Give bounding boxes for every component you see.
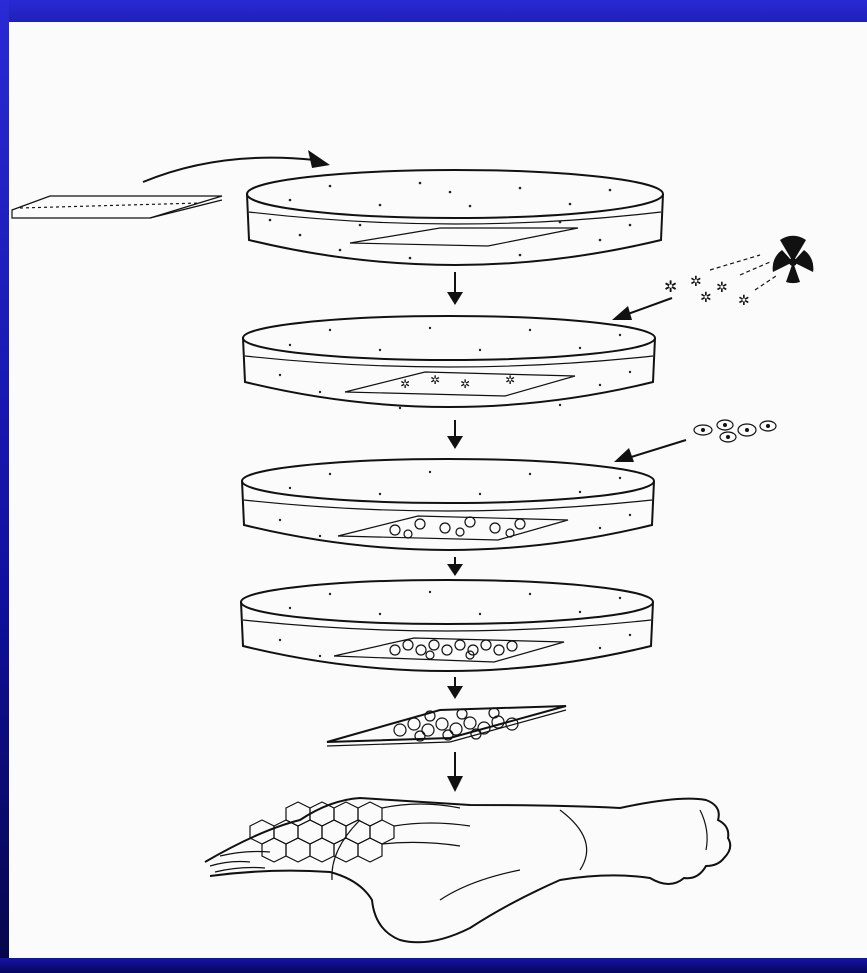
dish-grown-cells	[241, 580, 653, 671]
svg-text:✲: ✲	[460, 377, 470, 391]
slide-border-top	[0, 0, 867, 22]
svg-text:✲: ✲	[664, 277, 677, 296]
skin-graft-patch	[250, 802, 470, 862]
svg-text:✲: ✲	[430, 373, 440, 387]
graft-sheet	[327, 706, 566, 746]
down-arrow-icon-4	[447, 677, 463, 699]
svg-text:✲: ✲	[700, 290, 712, 306]
dish-with-scaffold	[247, 170, 663, 265]
radiation-arrow-icon	[612, 298, 672, 320]
down-arrow-icon-3	[447, 557, 463, 576]
illustration-canvas: ✲ ✲ ✲ ✲ ✲ ✲✲✲✲	[9, 22, 867, 958]
down-arrow-icon-2	[447, 420, 463, 449]
svg-text:✲: ✲	[400, 377, 410, 391]
medium-dots	[269, 182, 632, 260]
svg-text:✲: ✲	[690, 274, 702, 290]
svg-text:✲: ✲	[738, 293, 750, 309]
dish-seeded-cells	[242, 459, 654, 550]
svg-text:✲: ✲	[505, 373, 515, 387]
foot-grafted	[205, 798, 730, 942]
cells-icon	[694, 420, 776, 442]
slide-border-left	[0, 0, 9, 973]
tissue-engineering-diagram: ✲ ✲ ✲ ✲ ✲ ✲✲✲✲	[9, 22, 867, 958]
down-arrow-icon-5	[447, 752, 463, 792]
cells-arrow-icon	[614, 440, 686, 462]
svg-text:✲: ✲	[716, 280, 728, 296]
down-arrow-icon	[447, 272, 463, 305]
dish-irradiated: ✲ ✲ ✲ ✲	[243, 316, 655, 409]
slide-border-bottom	[0, 958, 867, 973]
radiation-stars-icon: ✲ ✲ ✲ ✲ ✲	[664, 255, 776, 309]
radiation-icon	[773, 236, 814, 283]
scaffold-sheet	[12, 196, 222, 218]
